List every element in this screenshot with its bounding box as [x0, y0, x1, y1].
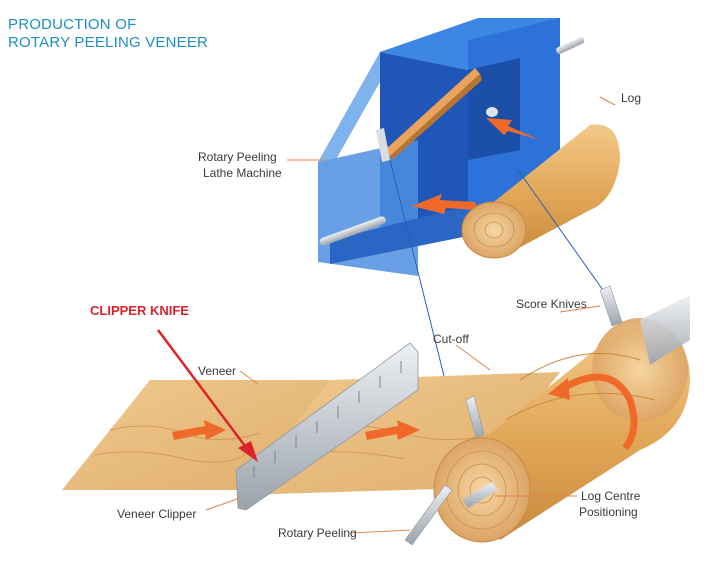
veneer-clipper	[235, 342, 419, 511]
leader-lines	[205, 96, 616, 534]
label-log: Log	[621, 91, 642, 105]
rotary-peeling-knife	[404, 484, 453, 546]
label-score-knives: Score Knives	[516, 297, 587, 311]
label-lathe-line1: Rotary Peeling	[198, 150, 277, 164]
diagram-title-line1: PRODUCTION OF	[8, 16, 137, 33]
label-cut-off: Cut-off	[433, 332, 469, 346]
label-veneer: Veneer	[198, 364, 237, 378]
label-log-centre-line1: Log Centre	[581, 489, 641, 503]
diagram-title-line2: ROTARY PEELING VENEER	[8, 34, 209, 51]
label-lathe-line2: Lathe Machine	[203, 166, 282, 180]
label-rotary-peeling: Rotary Peeling	[278, 526, 357, 540]
label-veneer-clipper: Veneer Clipper	[117, 507, 197, 521]
clipper-knife-pointer	[157, 329, 258, 462]
lathe-machine	[318, 18, 585, 276]
label-clipper-knife: CLIPPER KNIFE	[90, 303, 189, 318]
label-log-centre-line2: Positioning	[579, 505, 638, 519]
score-knives	[465, 285, 690, 439]
incoming-log	[461, 124, 620, 259]
